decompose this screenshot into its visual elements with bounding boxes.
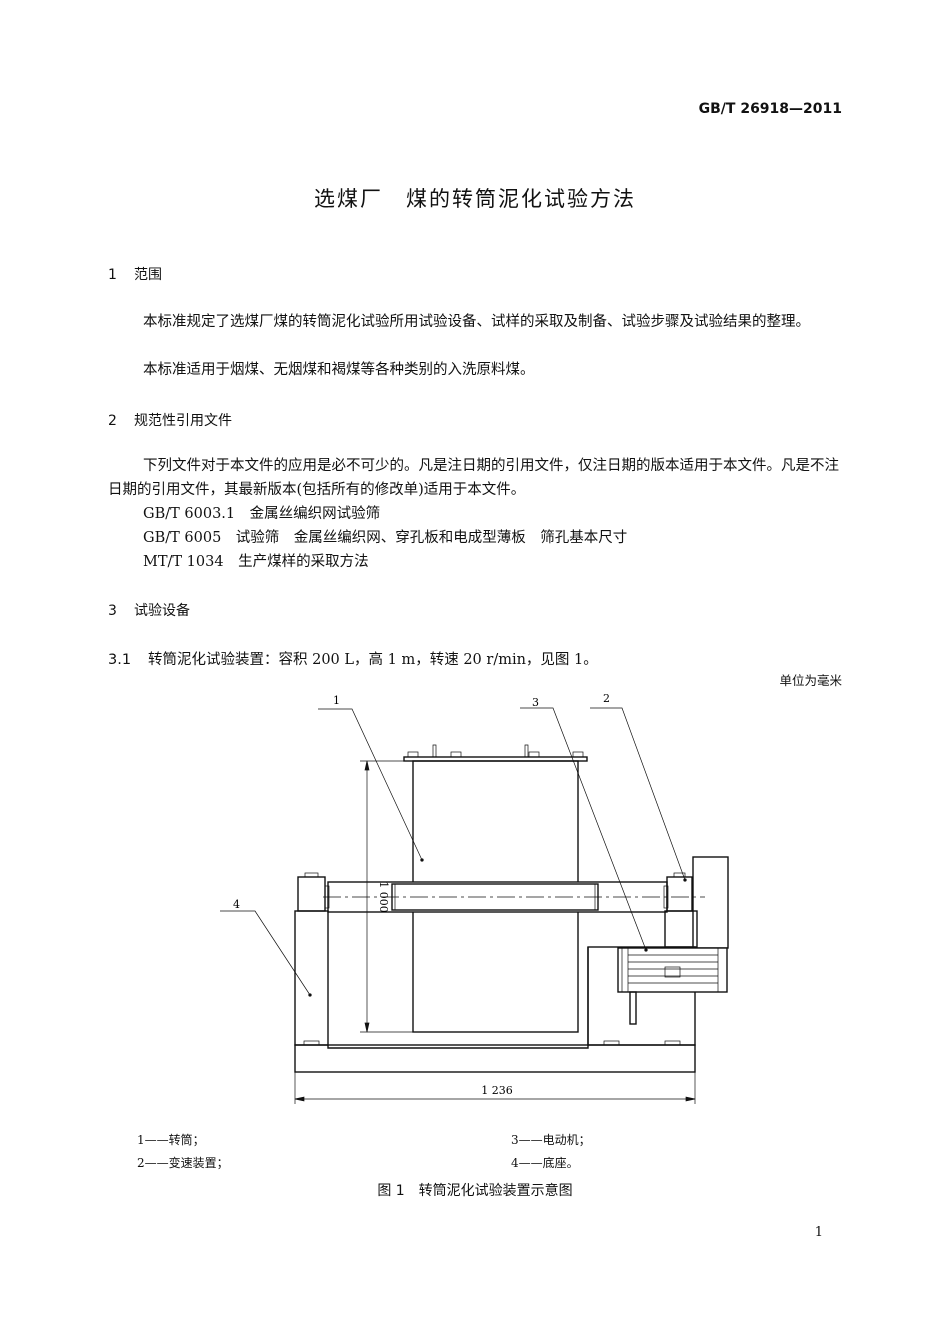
section-1-heading: 1 范围	[108, 264, 162, 284]
right-bearing	[666, 876, 693, 912]
unit-note: 单位为毫米	[779, 673, 842, 688]
section-title: 规范性引用文件	[134, 413, 232, 429]
base	[294, 1044, 696, 1073]
reference-item: MT/T 1034 生产煤样的采取方法	[143, 554, 369, 570]
standard-number: GB/T 26918—2011	[698, 101, 842, 117]
page-title: 选煤厂 煤的转筒泥化试验方法	[314, 187, 636, 211]
left-bearing	[297, 876, 326, 912]
section-number: 1	[108, 267, 117, 283]
section-2-heading: 2 规范性引用文件	[108, 410, 232, 430]
legend-item: 4——底座。	[511, 1156, 579, 1170]
callout-3: 3	[532, 696, 539, 709]
reference-item: GB/T 6005 试验筛 金属丝编织网、穿孔板和电成型薄板 筛孔基本尺寸	[143, 530, 628, 546]
lid-bolts	[407, 744, 584, 758]
section-title: 范围	[134, 267, 162, 283]
paragraph: 本标准适用于烟煤、无烟煤和褐煤等各种类别的入洗原料煤。	[143, 362, 535, 378]
dimension-height	[360, 760, 413, 1033]
legend-item: 1——转筒；	[137, 1133, 205, 1147]
motor-fins	[621, 948, 719, 992]
dimension-height-label: 1 000	[377, 881, 390, 913]
section-title: 试验设备	[134, 603, 190, 619]
callout-1: 1	[333, 694, 340, 707]
motor-leg	[629, 991, 637, 1025]
dimension-width	[294, 1072, 696, 1104]
callout-2: 2	[603, 692, 610, 705]
section-number: 3	[108, 603, 117, 619]
callout-leaders	[220, 707, 687, 997]
paragraph: 本标准规定了选煤厂煤的转筒泥化试验所用试验设备、试样的采取及制备、试验步骤及试验…	[143, 314, 810, 330]
section-3-heading: 3 试验设备	[108, 600, 190, 620]
figure-caption: 图 1 转筒泥化试验装置示意图	[377, 1183, 573, 1199]
gearbox	[692, 856, 729, 949]
motor	[617, 947, 728, 993]
left-pillar	[294, 910, 329, 1046]
dimension-width-label: 1 236	[481, 1084, 513, 1097]
paragraph: 下列文件对于本文件的应用是必不可少的。凡是注日期的引用文件，仅注日期的版本适用于…	[108, 458, 839, 498]
clause-text: 转筒泥化试验装置：容积 200 L，高 1 m，转速 20 r/min，见图 1…	[148, 652, 598, 668]
page-number: 1	[814, 1225, 823, 1240]
reference-item: GB/T 6003.1 金属丝编织网试验筛	[143, 506, 381, 522]
section-number: 2	[108, 413, 117, 429]
clause-number: 3.1	[108, 652, 132, 668]
legend-item: 2——变速装置；	[137, 1156, 229, 1170]
callout-4: 4	[233, 898, 240, 911]
legend-item: 3——电动机；	[511, 1133, 591, 1147]
clause-3-1: 3.1 转筒泥化试验装置：容积 200 L，高 1 m，转速 20 r/min，见…	[108, 648, 598, 669]
motor-platform	[587, 946, 696, 1046]
